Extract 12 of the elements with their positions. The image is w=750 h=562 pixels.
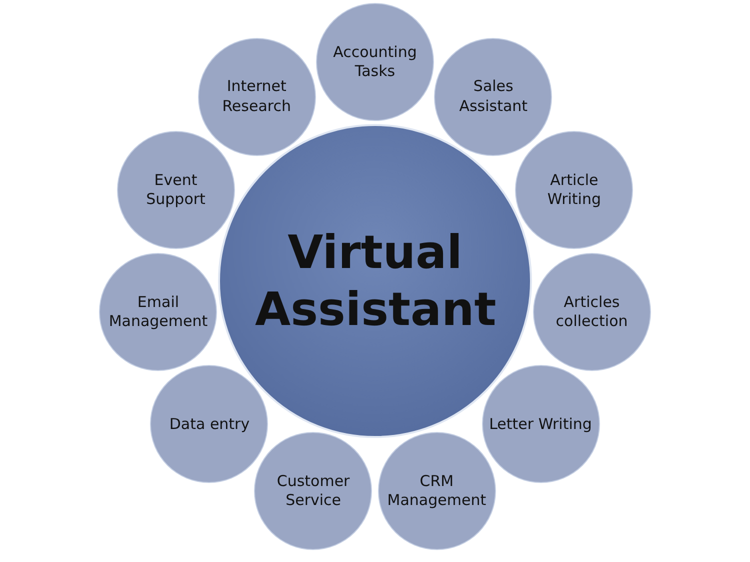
topic-label: Accounting Tasks <box>332 42 418 82</box>
topic-label: Event Support <box>145 170 206 210</box>
topic-label: Data entry <box>168 414 251 434</box>
topic-label: Article Writing <box>546 170 602 210</box>
topic-label: CRM Management <box>386 472 488 511</box>
topic-label: Customer Service <box>276 472 351 511</box>
topic-label: Sales Assistant <box>458 77 529 116</box>
topic-label: Articles collection <box>554 292 629 332</box>
topic-label: Email Management <box>108 292 209 332</box>
center-title: Virtual Assistant <box>255 224 495 338</box>
topic-label: Letter Writing <box>488 414 592 434</box>
topic-label: Internet Research <box>221 77 292 116</box>
